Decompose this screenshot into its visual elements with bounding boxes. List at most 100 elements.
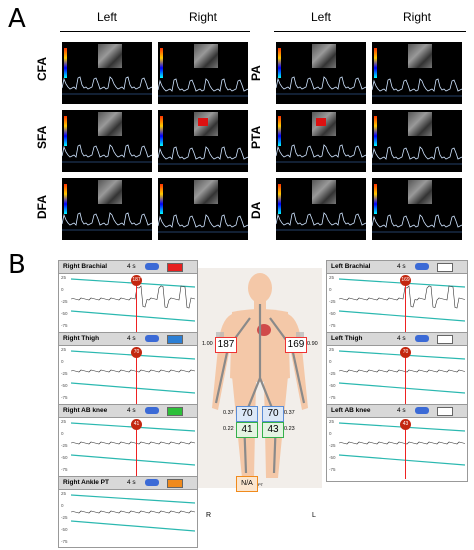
color-swatch[interactable] xyxy=(437,263,453,272)
spectral-doppler-trace xyxy=(276,144,366,163)
y-tick-label: 0 xyxy=(61,359,64,364)
marker-line[interactable] xyxy=(405,353,406,407)
card-title: Right AB knee xyxy=(63,407,108,414)
marker-line[interactable] xyxy=(405,281,406,335)
toggle-switch[interactable] xyxy=(145,407,159,414)
ankle-subscript: PT xyxy=(258,482,264,487)
y-tick-label: -25 xyxy=(61,443,68,448)
y-tick-label: -25 xyxy=(329,371,336,376)
card-title: Left AB knee xyxy=(331,407,371,414)
toggle-switch[interactable] xyxy=(145,335,159,342)
card-time: 4 s xyxy=(397,335,406,342)
bp-ankle-right: N/A xyxy=(236,476,258,492)
card-time: 4 s xyxy=(127,335,136,342)
cuff-pressure-line xyxy=(71,310,195,322)
marker-line[interactable] xyxy=(136,281,137,335)
spectral-doppler-trace xyxy=(276,212,366,231)
color-swatch[interactable] xyxy=(437,335,453,344)
panel-b-letter: B xyxy=(8,250,26,280)
y-tick-label: 0 xyxy=(61,503,64,508)
waveform-trace xyxy=(71,285,195,309)
y-tick-label: 25 xyxy=(61,275,67,280)
index-knee-left: 0.23 xyxy=(284,426,295,432)
card-time: 4 s xyxy=(127,479,136,486)
row-label-cfa: CFA xyxy=(35,57,49,81)
marker-line[interactable] xyxy=(136,353,137,407)
bmode-image xyxy=(312,44,336,68)
y-tick-label: -25 xyxy=(61,299,68,304)
marker-line[interactable] xyxy=(405,425,406,479)
y-tick-label: -75 xyxy=(61,323,68,328)
y-tick-label: 0 xyxy=(329,287,332,292)
panel-a-letter: A xyxy=(8,4,26,34)
index-brachial-right: 1.00 xyxy=(202,341,213,347)
color-scale-bar xyxy=(278,184,281,214)
ultrasound-pa-right xyxy=(372,42,462,104)
card-title: Right Brachial xyxy=(63,263,108,270)
spectral-doppler-trace xyxy=(372,214,462,233)
pressure-marker[interactable]: 187 xyxy=(131,275,142,286)
row-label-da: DA xyxy=(249,201,263,219)
spectral-doppler-trace xyxy=(158,146,248,165)
ultrasound-pta-left xyxy=(276,110,366,172)
color-flow-region xyxy=(198,118,208,126)
color-scale-bar xyxy=(64,48,67,78)
waveform-trace xyxy=(339,369,465,373)
color-scale-bar xyxy=(64,116,67,146)
color-scale-bar xyxy=(374,48,377,78)
toggle-switch[interactable] xyxy=(145,263,159,270)
y-tick-label: -50 xyxy=(61,311,68,316)
y-tick-label: -50 xyxy=(329,383,336,388)
color-scale-bar xyxy=(64,184,67,214)
ultrasound-cfa-left xyxy=(62,42,152,104)
bmode-image xyxy=(98,180,122,204)
y-tick-label: 25 xyxy=(329,347,335,352)
pressure-marker[interactable]: 43 xyxy=(400,419,411,430)
toggle-switch[interactable] xyxy=(415,263,429,270)
y-tick-label: 25 xyxy=(61,419,67,424)
marker-line[interactable] xyxy=(136,425,137,479)
card-title: Right Ankle PT xyxy=(63,479,109,486)
toggle-switch[interactable] xyxy=(145,479,159,486)
spectral-doppler-trace xyxy=(372,146,462,165)
card-time: 4 s xyxy=(397,407,406,414)
color-swatch[interactable] xyxy=(167,407,183,416)
card-title: Left Thigh xyxy=(331,335,363,342)
pressure-marker[interactable]: 70 xyxy=(131,347,142,358)
color-swatch[interactable] xyxy=(437,407,453,416)
head-shape xyxy=(248,273,272,303)
pressure-marker[interactable]: 41 xyxy=(131,419,142,430)
row-label-sfa: SFA xyxy=(35,125,49,149)
col-header-left-1: Left xyxy=(96,10,117,24)
col-header-left-2: Left xyxy=(310,10,331,24)
index-thigh-left: 0.37 xyxy=(284,410,295,416)
ultrasound-pta-right xyxy=(372,110,462,172)
y-tick-label: -75 xyxy=(329,323,336,328)
color-swatch[interactable] xyxy=(167,263,183,272)
waveform-trace xyxy=(71,510,195,514)
toggle-switch[interactable] xyxy=(415,335,429,342)
y-tick-label: -50 xyxy=(61,455,68,460)
color-swatch[interactable] xyxy=(167,479,183,488)
waveform-trace xyxy=(71,441,195,445)
pressure-marker[interactable]: 70 xyxy=(400,347,411,358)
y-tick-label: 0 xyxy=(61,431,64,436)
col-header-right-2: Right xyxy=(402,10,431,24)
toggle-switch[interactable] xyxy=(415,407,429,414)
side-label-right: R xyxy=(206,512,212,519)
index-brachial-left: 0.90 xyxy=(307,341,318,347)
bmode-image xyxy=(194,44,218,68)
y-tick-label: 25 xyxy=(329,419,335,424)
spectral-doppler-trace xyxy=(62,76,152,95)
ultrasound-da-right xyxy=(372,178,462,240)
y-tick-label: -75 xyxy=(61,395,68,400)
index-thigh-right: 0.37 xyxy=(223,410,234,416)
card-header: Left AB knee 4 s xyxy=(327,405,467,418)
pressure-marker[interactable]: 169 xyxy=(400,275,411,286)
bp-knee-right: 41 xyxy=(236,422,258,438)
y-tick-label: 25 xyxy=(61,347,67,352)
color-swatch[interactable] xyxy=(167,335,183,344)
